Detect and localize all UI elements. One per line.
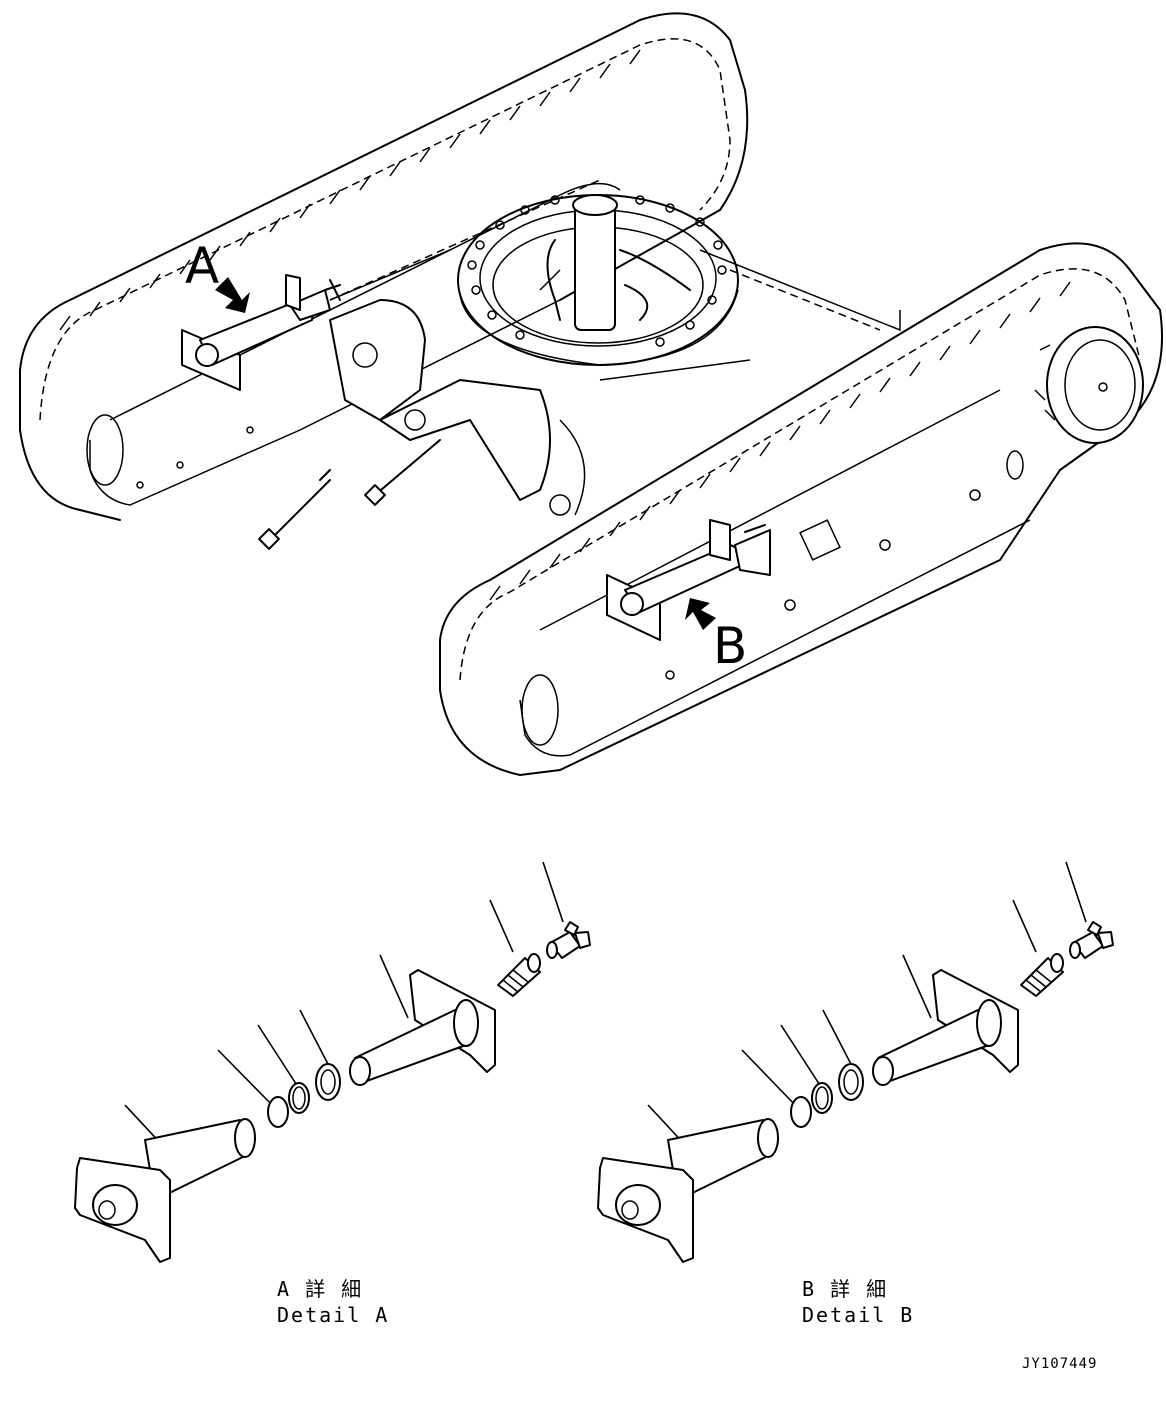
detail-a-disc <box>267 1096 289 1128</box>
detail-a-grease-valve <box>497 953 541 997</box>
right-track <box>439 242 1163 776</box>
detail-a-title-en: Detail A <box>277 1303 389 1327</box>
callout-a-arrow <box>215 277 250 313</box>
detail-b-title-jp: B 詳 細 <box>802 1277 888 1301</box>
callout-a-letter: A <box>185 237 219 295</box>
track-adjuster-b <box>606 519 771 641</box>
callout-b-arrow <box>685 598 716 630</box>
drawing-code: JY107449 <box>1022 1356 1097 1372</box>
detail-b-cylinder <box>872 969 1019 1086</box>
detail-a-cylinder <box>349 969 496 1086</box>
undercarriage-assembly: A B <box>19 12 1163 776</box>
callout-a: A <box>185 237 250 313</box>
detail-b-exploded-view: B 詳 細 Detail B <box>597 861 1114 1327</box>
callout-b-letter: B <box>713 617 747 675</box>
detail-a-seal <box>315 1063 341 1101</box>
detail-b-seal <box>838 1063 864 1101</box>
detail-a-grease-nipple <box>546 921 591 959</box>
detail-b-title-en: Detail B <box>802 1303 914 1327</box>
left-track <box>19 12 749 521</box>
detail-a-large-pin <box>74 1118 256 1263</box>
detail-a-exploded-view: A 詳 細 Detail A <box>74 861 591 1327</box>
center-frame <box>258 179 901 550</box>
detail-b-grease-nipple <box>1069 921 1114 959</box>
callout-b: B <box>685 598 747 675</box>
detail-b-large-pin <box>597 1118 779 1263</box>
detail-b-disc <box>790 1096 812 1128</box>
swing-circle-bolts <box>467 195 727 347</box>
track-adjuster-a <box>181 274 341 391</box>
detail-b-grease-valve <box>1020 953 1064 997</box>
detail-a-title-jp: A 詳 細 <box>277 1277 363 1301</box>
